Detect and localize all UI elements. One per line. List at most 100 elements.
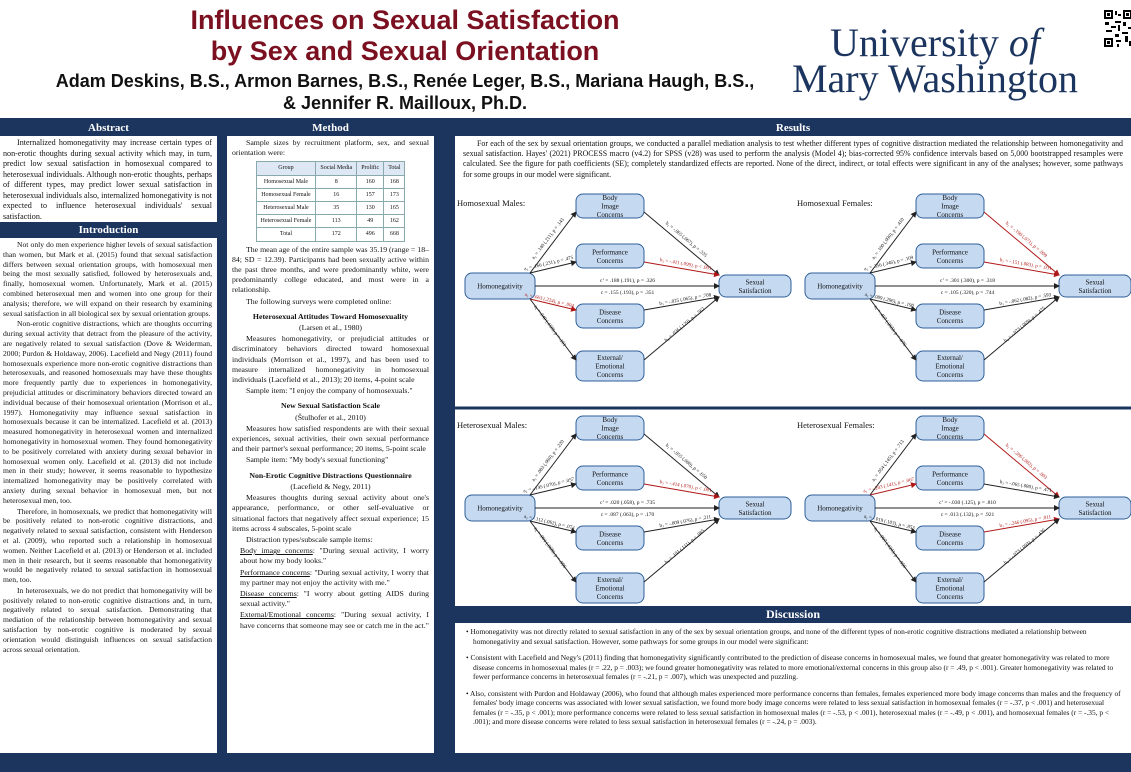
- survey1-title: Heterosexual Attitudes Toward Homosexual…: [252, 311, 409, 321]
- sexual-satisfaction-node-label: Satisfaction: [738, 509, 772, 517]
- mediator-node-label: Concerns: [937, 371, 964, 379]
- subscale-item: Performance concerns: "During sexual act…: [240, 567, 429, 587]
- table-header: Group: [255, 161, 317, 176]
- discussion-bullet: Homonegativity was not directly related …: [461, 627, 1125, 646]
- a-path-arrow: [869, 482, 917, 496]
- intro-paragraph: Non-erotic cognitive distractions, which…: [3, 319, 212, 505]
- a-path-arrow: [529, 298, 577, 312]
- b-path-arrow: [643, 261, 720, 278]
- b-path-arrow: [983, 433, 1060, 498]
- mediator-node-label: Concerns: [597, 433, 624, 441]
- a-path-label: a₁ = .054 (.145), p = .713: [871, 439, 906, 483]
- a-path-arrow: [529, 520, 577, 583]
- a-path-arrow: [529, 433, 577, 496]
- table-header: Social Media: [315, 161, 358, 176]
- mediator-node: [575, 525, 645, 551]
- b-path-label: b₁ = -.055 (.080), p = .650: [664, 443, 708, 481]
- table-header: Total: [383, 161, 406, 176]
- survey3-types: Distraction types/subscale sample items:: [246, 534, 373, 544]
- mediator-node-label: Concerns: [937, 257, 964, 265]
- results-panel: For each of the sex by sexual orientatio…: [455, 136, 1131, 606]
- mediator-node-label: Emotional: [935, 363, 964, 371]
- mediator-node: [575, 243, 645, 269]
- sexual-satisfaction-node-label: Satisfaction: [738, 287, 772, 295]
- mediator-node: [575, 303, 645, 329]
- mediator-node-label: Disease: [599, 530, 621, 538]
- mediator-node-label: Image: [941, 425, 959, 433]
- diagram-title: Homosexual Males:: [457, 198, 525, 208]
- a-path-arrow: [869, 520, 917, 583]
- discussion-bullet: Consistent with Lacefield and Negy's (20…: [461, 653, 1125, 682]
- mediator-node-label: Body: [942, 416, 958, 424]
- mediator-node-label: Concerns: [597, 593, 624, 601]
- survey2-sample: Sample item: "My body's sexual functioni…: [246, 455, 389, 465]
- mediator-node: [915, 572, 985, 604]
- subscale-item: Body image concerns: "During sexual acti…: [240, 546, 429, 566]
- sexual-satisfaction-node-label: Sexual: [745, 500, 764, 508]
- discussion-heading: Discussion: [455, 608, 1131, 622]
- mediator-node-label: External/: [597, 354, 623, 362]
- sexual-satisfaction-node-label: Sexual: [1085, 500, 1104, 508]
- mediator-node-label: Concerns: [937, 593, 964, 601]
- mediator-node-label: Disease: [599, 308, 621, 316]
- homonegativity-node-label: Homonegativity: [817, 283, 863, 291]
- a-path-arrow: [869, 298, 917, 312]
- subscale-item: Disease concerns: "I worry about getting…: [240, 588, 430, 609]
- a-path-arrow: [869, 211, 917, 274]
- survey2-description: Measures how satisfied respondents are w…: [232, 423, 429, 454]
- mediator-node-label: Concerns: [937, 211, 964, 219]
- mediator-node-label: Emotional: [935, 585, 964, 593]
- university-logo-line1: University of: [830, 20, 1040, 65]
- b-path-label: b₁ = -.190 (.071), p = .009: [1004, 221, 1048, 259]
- mediator-node-label: Concerns: [597, 479, 624, 487]
- sexual-satisfaction-node-label: Sexual: [1085, 278, 1104, 286]
- homonegativity-node-label: Homonegativity: [477, 505, 523, 513]
- mediator-node-label: Emotional: [595, 363, 624, 371]
- survey1-sample: Sample item: "I enjoy the company of hom…: [246, 386, 413, 396]
- b-path-label: b₄ = .191 (.111), p = .085: [664, 529, 706, 566]
- b-path-arrow: [643, 294, 720, 311]
- b-path-arrow: [983, 294, 1060, 311]
- mediator-node-label: Emotional: [595, 585, 624, 593]
- a-path-arrow: [869, 520, 917, 534]
- a-path-arrow: [529, 298, 577, 361]
- b-path-arrow: [643, 483, 720, 500]
- mediator-node-label: Performance: [932, 470, 968, 478]
- mediator-node-label: Concerns: [597, 211, 624, 219]
- mediator-node: [575, 415, 645, 441]
- sexual-satisfaction-node-label: Satisfaction: [1078, 509, 1112, 517]
- a-path-arrow: [529, 482, 577, 496]
- mediator-node: [915, 303, 985, 329]
- table-header: Prolific: [356, 161, 385, 176]
- mediator-node-label: Concerns: [937, 539, 964, 547]
- b-path-arrow: [983, 296, 1060, 361]
- b-path-label: b₁ = -.065 (.067), p = .335: [664, 221, 708, 259]
- b-path-label: b₄ = .036 (.129), p = .562: [664, 307, 706, 344]
- mediator-node: [915, 350, 985, 382]
- b-path-label: b₄ = -.073 (.093), p = .436: [1004, 528, 1048, 566]
- mediator-node-label: External/: [937, 576, 963, 584]
- poster-header: Influences on Sexual Satisfaction by Sex…: [0, 0, 1131, 118]
- b-path-label: b₂ = -.414 (.070), p < .001: [659, 480, 712, 494]
- poster-title-line2: by Sex and Sexual Orientation: [210, 36, 600, 66]
- diagram-title: Heterosexual Females:: [797, 420, 875, 430]
- survey1-description: Measures homonegativity, or prejudicial …: [232, 334, 429, 385]
- mediator-node: [915, 415, 985, 441]
- mediator-node: [575, 465, 645, 491]
- mediator-node-label: Concerns: [937, 433, 964, 441]
- poster-title-line1: Influences on Sexual Satisfaction: [190, 5, 620, 35]
- mediator-node: [915, 243, 985, 269]
- mediator-node-label: External/: [937, 354, 963, 362]
- b-path-label: b₁ = -.286 (.082), p = .003: [1004, 443, 1048, 481]
- c-prime-label: c’ = -.030 (.125), p = .810: [939, 499, 996, 506]
- mediator-node-label: Concerns: [937, 317, 964, 325]
- intro-paragraph: Therefore, in homosexuals, we predict th…: [3, 506, 212, 585]
- b-path-arrow: [643, 433, 720, 498]
- method-surveys-paragraph: The following surveys were completed onl…: [246, 296, 392, 306]
- mediator-node-label: Image: [601, 425, 619, 433]
- introduction-panel: Not only do men experience higher levels…: [0, 238, 217, 753]
- b-path-arrow: [643, 211, 720, 276]
- survey3-description: Measures thoughts during sexual activity…: [232, 493, 429, 533]
